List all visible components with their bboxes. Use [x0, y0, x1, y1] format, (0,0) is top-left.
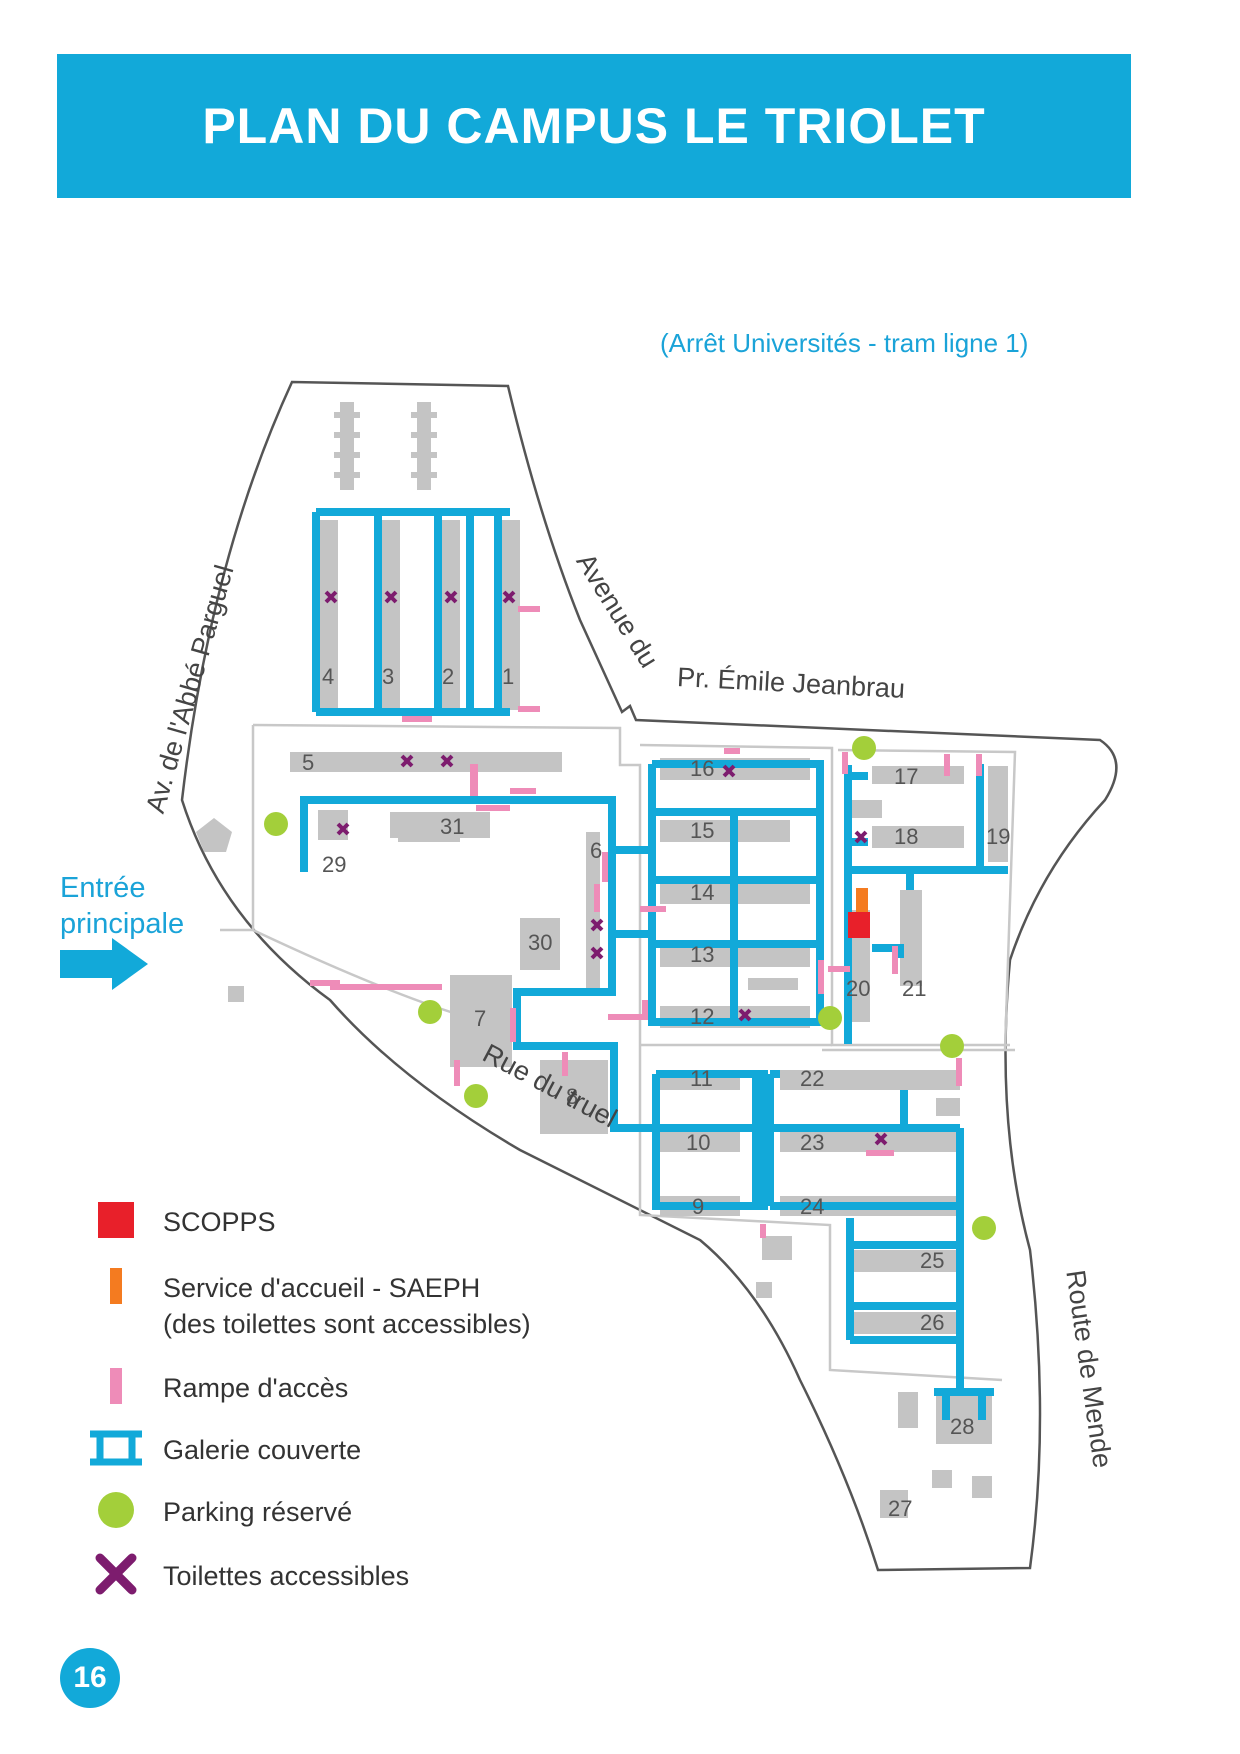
orange-bar-icon: [110, 1268, 122, 1304]
tram-stop-label: (Arrêt Universités - tram ligne 1): [660, 328, 1029, 358]
building-label: 25: [920, 1248, 944, 1273]
legend-label-line-1: Service d'accueil - SAEPH: [163, 1273, 481, 1303]
building-label: 10: [686, 1130, 710, 1155]
green-dot-icon: [98, 1492, 134, 1528]
main-entrance-label: Entrée principale: [60, 870, 184, 942]
building-label: 1: [502, 664, 514, 689]
saeph-marker: [856, 888, 868, 912]
title-banner: PLAN DU CAMPUS LE TRIOLET: [57, 54, 1131, 198]
building-numbers: 1 2 3 4 5 6 7 8 9 10 11 12 13 14 15 16 1…: [302, 664, 1010, 1521]
building-label: 13: [690, 942, 714, 967]
scopps-marker: [848, 912, 870, 938]
pink-bar-icon: [110, 1368, 122, 1404]
covered-gallery-icon: [90, 1430, 142, 1466]
building-label: 3: [382, 664, 394, 689]
legend-label: SCOPPS: [163, 1207, 276, 1237]
legend-label: Toilettes accessibles: [163, 1561, 410, 1591]
building-label: 23: [800, 1130, 824, 1155]
building-label: 27: [888, 1496, 912, 1521]
building-label: 26: [920, 1310, 944, 1335]
entrance-line-2: principale: [60, 908, 185, 940]
parking-stripes: [334, 402, 437, 490]
building-label: 4: [322, 664, 334, 689]
entrance-line-1: Entrée: [60, 872, 146, 904]
building-label: 18: [894, 824, 918, 849]
building-label: 11: [690, 1066, 713, 1091]
page-title: PLAN DU CAMPUS LE TRIOLET: [202, 98, 986, 154]
building-label: 24: [800, 1194, 824, 1219]
building-label: 5: [302, 750, 314, 775]
building-label: 20: [846, 976, 870, 1001]
building-label: 14: [690, 880, 714, 905]
building-label: 8: [566, 1084, 578, 1109]
building-label: 31: [440, 814, 464, 839]
building-label: 22: [800, 1066, 824, 1091]
building-label: 6: [590, 838, 602, 863]
building-label: 17: [894, 764, 918, 789]
accessible-toilets: [324, 590, 888, 1146]
purple-cross-icon: [95, 1553, 137, 1595]
legend-label-line-2: (des toilettes sont accessibles): [163, 1309, 531, 1339]
legend-label: Galerie couverte: [163, 1435, 362, 1465]
building-label: 28: [950, 1414, 974, 1439]
building-label: 29: [322, 852, 346, 877]
page-number: 16: [60, 1648, 120, 1708]
legend-label: Parking réservé: [163, 1497, 353, 1527]
building-label: 15: [690, 818, 714, 843]
building-label: 30: [528, 930, 552, 955]
access-ramps: [310, 606, 982, 1238]
red-square-icon: [98, 1202, 134, 1238]
building-label: 2: [442, 664, 454, 689]
building-label: 21: [902, 976, 926, 1001]
building-label: 16: [690, 756, 714, 781]
legend-label: Rampe d'accès: [163, 1373, 349, 1403]
legend-label: Service d'accueil - SAEPH (des toilettes…: [163, 1270, 531, 1342]
building-label: 12: [690, 1004, 714, 1029]
campus-boundary: [180, 380, 1118, 1572]
reserved-parking: [264, 736, 996, 1240]
building-label: 19: [986, 824, 1010, 849]
building-label: 7: [474, 1006, 486, 1031]
building-label: 9: [692, 1194, 704, 1219]
entrance-arrow-icon: [60, 938, 148, 990]
